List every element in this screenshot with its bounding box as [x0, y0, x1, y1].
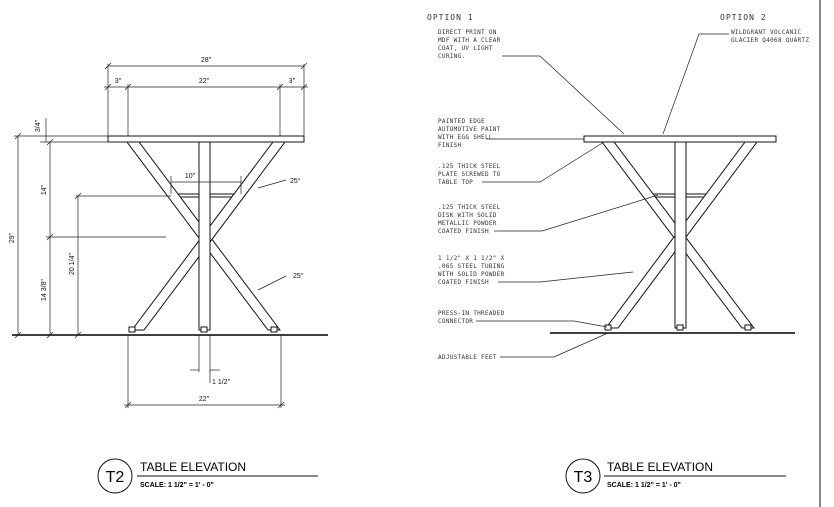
callout-steel-disk: .125 THICK STEEL DISK WITH SOLID METALLI…: [438, 194, 659, 235]
dim-brace-width: 10": [185, 173, 196, 180]
dim-angle-lower: 25°: [293, 272, 304, 280]
svg-text:1 1/2" X 1 1/2" X: 1 1/2" X 1 1/2" X: [438, 255, 505, 262]
left-elevation: 1 1/2" 28" 3" 22" 3" 10" 25° 25° 2: [9, 57, 328, 494]
svg-text:WITH SOLID POWDER: WITH SOLID POWDER: [438, 271, 505, 278]
option-2-label: OPTION 2: [720, 13, 767, 22]
svg-text:DIRECT PRINT ON: DIRECT PRINT ON: [438, 29, 497, 36]
svg-text:GLACIER Q4068 QUARTZ: GLACIER Q4068 QUARTZ: [731, 37, 809, 44]
svg-text:PAINTED EDGE: PAINTED EDGE: [438, 118, 485, 125]
svg-text:.125 THICK STEEL: .125 THICK STEEL: [438, 163, 501, 170]
callout-painted-edge: PAINTED EDGE AUTOMOTIVE PAINT WITH EGG S…: [438, 118, 584, 149]
dim-top-thickness: 3/4": [35, 119, 42, 132]
svg-text:WILDGRANT VOLCANIC: WILDGRANT VOLCANIC: [731, 29, 802, 36]
svg-text:TABLE TOP: TABLE TOP: [438, 179, 473, 186]
svg-text:PRESS-IN THREADED: PRESS-IN THREADED: [438, 310, 505, 317]
dim-total-height: 29": [9, 232, 16, 243]
option-1-label: OPTION 1: [427, 13, 474, 22]
svg-text:ADJUSTABLE FEET: ADJUSTABLE FEET: [438, 354, 497, 361]
callout-direct-print: DIRECT PRINT ON MDF WITH A CLEAR COAT, U…: [438, 29, 625, 135]
svg-text:COAT, UV LIGHT: COAT, UV LIGHT: [438, 45, 493, 52]
dim-center-span: 22": [199, 78, 210, 85]
view-tag-circle: [97, 458, 133, 494]
view-scale: SCALE: 1 1/2" = 1' - 0": [607, 482, 681, 489]
callout-adjustable-feet: ADJUSTABLE FEET: [438, 332, 609, 361]
callout-quartz: WILDGRANT VOLCANIC GLACIER Q4068 QUARTZ: [662, 29, 809, 135]
table-top: [107, 135, 305, 143]
dim-angle-upper: 25°: [290, 177, 301, 185]
view-tag: T2: [106, 469, 125, 486]
dim-overall-width: 28": [201, 57, 212, 64]
callout-threaded-connector: PRESS-IN THREADED CONNECTOR: [438, 310, 608, 328]
foot-right: [744, 324, 752, 331]
callout-steel-tubing: 1 1/2" X 1 1/2" X .065 STEEL TUBING WITH…: [438, 255, 634, 286]
callout-steel-plate: .125 THICK STEEL PLATE SCREWED TO TABLE …: [438, 141, 605, 186]
view-tag-circle: [565, 458, 601, 494]
table-top: [583, 135, 777, 143]
svg-text:DISK WITH SOLID: DISK WITH SOLID: [438, 212, 497, 219]
right-elevation: OPTION 1 OPTION 2 DIRECT PRINT ON MDF WI…: [427, 13, 809, 494]
svg-text:MDF WITH A CLEAR: MDF WITH A CLEAR: [438, 37, 501, 44]
foot-center: [200, 326, 208, 333]
dim-brace-height: 20 1/4": [69, 253, 76, 275]
svg-text:COATED FINISH: COATED FINISH: [438, 279, 489, 286]
center-post: [198, 141, 211, 331]
view-title: TABLE ELEVATION: [140, 460, 246, 474]
svg-text:CONNECTOR: CONNECTOR: [438, 318, 473, 325]
foot-left: [128, 326, 136, 333]
dim-upper-height: 14": [41, 184, 48, 195]
view-tag: T3: [574, 469, 593, 486]
view-title: TABLE ELEVATION: [607, 460, 713, 474]
dim-post-width: 1 1/2": [212, 379, 231, 386]
center-post: [674, 141, 687, 329]
svg-text:COATED FINISH: COATED FINISH: [438, 228, 489, 235]
view-scale: SCALE: 1 1/2" = 1' - 0": [140, 482, 214, 489]
svg-text:FINISH: FINISH: [438, 142, 462, 149]
dim-base-span: 22": [199, 396, 210, 403]
svg-text:METALLIC POWDER: METALLIC POWDER: [438, 220, 497, 227]
svg-text:AUTOMOTIVE PAINT: AUTOMOTIVE PAINT: [438, 126, 501, 133]
dim-lower-height: 14 3/8": [41, 279, 48, 301]
foot-right: [270, 326, 278, 333]
foot-center: [676, 324, 684, 331]
dim-overhang-left: 3": [115, 78, 122, 85]
dim-overhang-right: 3": [289, 78, 296, 85]
svg-text:CURING.: CURING.: [438, 53, 465, 60]
svg-text:WITH EGG SHELL: WITH EGG SHELL: [438, 134, 493, 141]
svg-text:.125 THICK STEEL: .125 THICK STEEL: [438, 204, 501, 211]
foot-left: [604, 324, 612, 331]
svg-text:.065 STEEL TUBING: .065 STEEL TUBING: [438, 263, 505, 270]
svg-text:PLATE SCREWED TO: PLATE SCREWED TO: [438, 171, 501, 178]
